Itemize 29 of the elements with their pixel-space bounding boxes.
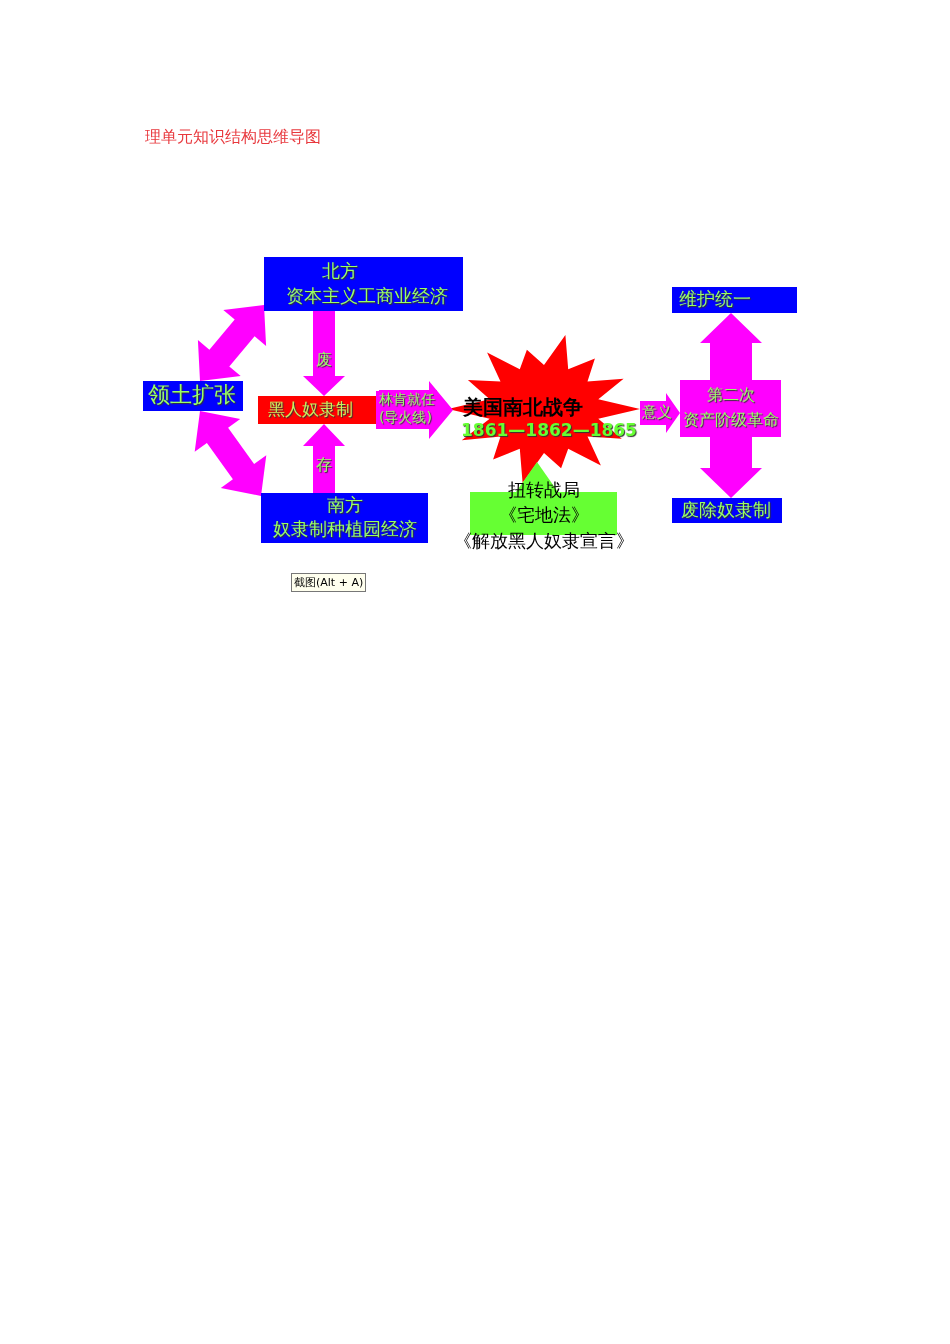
node-text: 奴隶制种植园经济 [273,518,417,540]
edge-label: 意义 [642,403,672,423]
block-arrow [700,313,762,380]
node-text: 黑人奴隶制 [268,399,353,420]
concept-box [261,493,428,543]
title: 理单元知识结构思维导图 [145,127,321,147]
node-text: 维护统一 [679,288,751,310]
concept-box [143,381,243,411]
block-arrow [700,437,762,498]
node-text: 《解放黑人奴隶宣言》 [453,530,634,552]
block-arrow [197,305,267,381]
concept-box [672,498,782,523]
block-arrow [194,411,267,496]
node-text: 资本主义工商业经济 [286,285,448,307]
block-arrow [303,311,345,396]
edge-label: 林肯就任(导火线) [379,390,438,427]
tooltip: 截图(Alt + A) [291,573,367,592]
heading: 北方 [322,260,358,282]
heading: 第二次 [706,385,755,405]
node-text: 领土扩张 [148,382,236,409]
concept-box [672,287,797,313]
node-text: 《宅地法》 [498,504,589,526]
heading: 南方 [327,494,363,516]
heading: 美国南北战争 [463,395,583,419]
node-text: 资产阶级革命 [682,410,779,430]
block-arrow [303,424,345,493]
concept-box [258,396,376,424]
concept-box [264,257,463,311]
node-text: 废除奴隶制 [681,499,771,521]
